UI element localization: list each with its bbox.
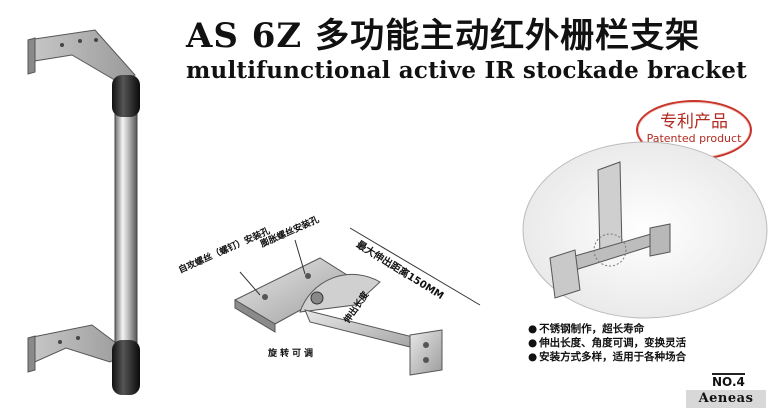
patent-label-en: Patented product	[646, 132, 742, 145]
title-english: multifunctional active IR stockade brack…	[186, 57, 747, 84]
model-number: NO.4	[712, 373, 745, 389]
title-chinese: AS 6Z 多功能主动红外栅栏支架	[186, 16, 701, 56]
feature-list: 不锈钢制作，超长寿命 伸出长度、角度可调，变换灵活 安装方式多样，适用于各种场合	[528, 322, 686, 364]
rotatable-label: 旋转可调	[268, 349, 317, 359]
bracket-photo	[522, 141, 768, 319]
feature-item: 安装方式多样，适用于各种场合	[528, 350, 686, 364]
ir-stockade-bar-illustration	[27, 29, 140, 395]
brand-name: Aeneas	[686, 390, 766, 408]
bracket-diagram	[233, 227, 481, 376]
feature-item: 不锈钢制作，超长寿命	[528, 322, 686, 336]
patent-label-cn: 专利产品	[660, 112, 728, 132]
feature-item: 伸出长度、角度可调，变换灵活	[528, 336, 686, 350]
